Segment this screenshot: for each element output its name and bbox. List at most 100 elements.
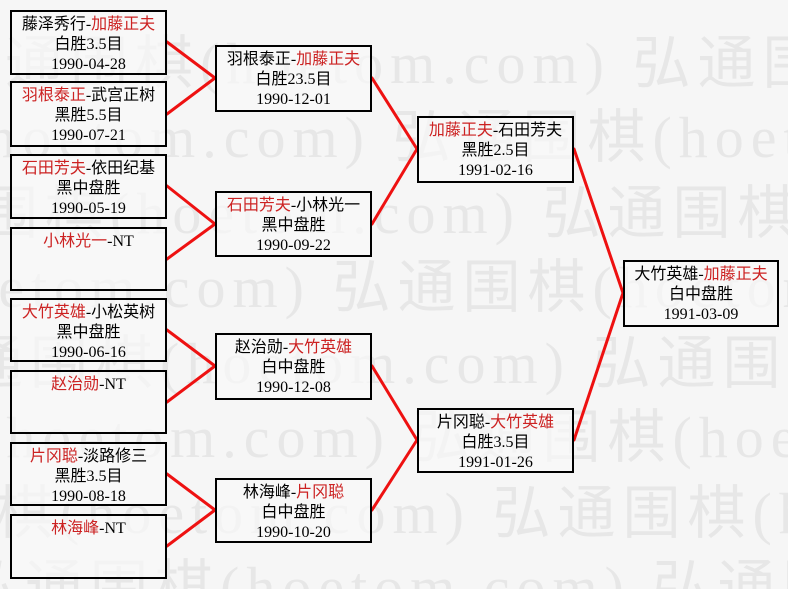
match-box-r1-7: 片冈聪-淡路修三 黑胜3.5目 1990-08-18 <box>10 442 167 506</box>
match-players: 大竹英雄-小松英树 <box>12 303 165 323</box>
match-date: 1990-09-22 <box>256 237 331 254</box>
match-result: 黑胜2.5目 <box>461 142 530 159</box>
match-date: 1990-05-19 <box>51 200 126 217</box>
match-players: 羽根泰正-武宫正树 <box>12 86 165 106</box>
player-name: 依田纪基 <box>91 160 156 177</box>
vs-separator: - <box>85 87 92 104</box>
player-name: 大竹英雄 <box>490 414 555 431</box>
match-result: 白胜3.5目 <box>461 434 530 451</box>
vs-separator: - <box>290 51 297 68</box>
match-date: 1990-12-01 <box>256 91 331 108</box>
match-box-r2-1: 羽根泰正-加藤正夫 白胜23.5目 1990-12-01 <box>215 45 372 112</box>
match-result: 黑中盘胜 <box>56 324 121 341</box>
match-players: 片冈聪-大竹英雄 <box>419 413 572 433</box>
connector-line <box>165 184 217 226</box>
match-result: 黑中盘胜 <box>56 180 121 197</box>
match-result: 黑胜5.5目 <box>54 107 123 124</box>
player-name: 羽根泰正 <box>21 87 86 104</box>
player-name: NT <box>104 520 126 537</box>
match-players: 加藤正夫-石田芳夫 <box>419 121 572 141</box>
connector-line <box>370 147 419 226</box>
match-result: 黑中盘胜 <box>261 217 326 234</box>
match-result: 黑胜3.5目 <box>54 468 123 485</box>
match-box-r2-3: 赵治勋-大竹英雄 白中盘胜 1990-12-08 <box>215 333 372 400</box>
match-result: 白胜3.5目 <box>54 36 123 53</box>
player-name: 林海峰 <box>242 484 291 501</box>
match-players: 藤泽秀行-加藤正夫 <box>12 15 165 35</box>
player-name: NT <box>112 233 134 250</box>
vs-separator: - <box>290 197 297 214</box>
match-box-r1-3: 石田芳夫-依田纪基 黑中盘胜 1990-05-19 <box>10 154 167 219</box>
match-date: 1990-04-28 <box>51 56 126 73</box>
player-name: NT <box>104 376 126 393</box>
player-name: 石田芳夫 <box>498 122 563 139</box>
match-date: 1990-07-21 <box>51 127 126 144</box>
player-name: 加藤正夫 <box>91 16 156 33</box>
match-result: 白中盘胜 <box>261 504 326 521</box>
vs-separator: - <box>484 414 491 431</box>
player-name: 石田芳夫 <box>21 160 86 177</box>
player-name: 小林光一 <box>296 197 361 214</box>
match-date: 1991-03-09 <box>663 306 739 323</box>
match-result: 白中盘胜 <box>261 359 326 376</box>
match-players: 赵治勋-大竹英雄 <box>217 338 370 358</box>
player-name: 大竹英雄 <box>288 339 353 356</box>
connector-line <box>165 222 217 261</box>
vs-separator: - <box>77 448 84 465</box>
match-box-r1-2: 羽根泰正-武宫正树 黑胜5.5目 1990-07-21 <box>10 81 167 147</box>
match-box-r1-8: 林海峰-NT <box>10 514 167 579</box>
match-players: 片冈聪-淡路修三 <box>12 447 165 467</box>
connector-line <box>370 364 419 442</box>
vs-separator: - <box>282 339 289 356</box>
vs-separator: - <box>99 520 105 537</box>
match-box-sf-1: 加藤正夫-石田芳夫 黑胜2.5目 1991-02-16 <box>417 116 574 183</box>
player-name: 羽根泰正 <box>226 51 291 68</box>
match-players: 林海峰-片冈聪 <box>217 483 370 503</box>
connector-line <box>370 438 419 512</box>
connector-line <box>165 364 217 404</box>
connector-line <box>370 76 419 151</box>
player-name: 片冈聪 <box>436 414 485 431</box>
vs-separator: - <box>85 16 92 33</box>
match-result: 白中盘胜 <box>668 286 733 303</box>
connector-line <box>572 147 625 295</box>
connector-line <box>165 76 217 116</box>
vs-separator: - <box>99 376 105 393</box>
vs-separator: - <box>107 233 113 250</box>
match-players: 羽根泰正-加藤正夫 <box>217 50 370 70</box>
player-name: 大竹英雄 <box>634 266 699 283</box>
player-name: 石田芳夫 <box>226 197 291 214</box>
match-date: 1991-02-16 <box>458 162 533 179</box>
match-date: 1990-06-16 <box>51 344 126 361</box>
player-name: 加藤正夫 <box>428 122 493 139</box>
player-name: 小松英树 <box>91 304 156 321</box>
connector-line <box>165 328 217 368</box>
match-players: 大竹英雄-加藤正夫 <box>625 265 777 285</box>
match-box-r1-1: 藤泽秀行-加藤正夫 白胜3.5目 1990-04-28 <box>10 10 167 75</box>
player-name: 片冈聪 <box>29 448 78 465</box>
vs-separator: - <box>85 304 92 321</box>
connector-line <box>165 40 217 80</box>
match-date: 1990-10-20 <box>256 524 331 541</box>
match-players: 赵治勋-NT <box>12 375 165 395</box>
player-name: 赵治勋 <box>234 339 283 356</box>
player-name: 加藤正夫 <box>703 266 768 283</box>
match-box-r1-4: 小林光一-NT <box>10 227 167 291</box>
match-box-r1-6: 赵治勋-NT <box>10 370 167 434</box>
player-name: 小林光一 <box>43 233 108 250</box>
player-name: 林海峰 <box>51 520 100 537</box>
match-box-sf-2: 片冈聪-大竹英雄 白胜3.5目 1991-01-26 <box>417 408 574 473</box>
match-result: 白胜23.5目 <box>255 71 332 88</box>
match-date: 1990-12-08 <box>256 379 331 396</box>
vs-separator: - <box>85 160 92 177</box>
connector-line <box>165 508 217 548</box>
player-name: 淡路修三 <box>83 448 148 465</box>
vs-separator: - <box>698 266 704 283</box>
player-name: 加藤正夫 <box>296 51 361 68</box>
player-name: 武宫正树 <box>91 87 156 104</box>
match-date: 1991-01-26 <box>458 454 533 471</box>
player-name: 大竹英雄 <box>21 304 86 321</box>
match-box-r1-5: 大竹英雄-小松英树 黑中盘胜 1990-06-16 <box>10 298 167 362</box>
